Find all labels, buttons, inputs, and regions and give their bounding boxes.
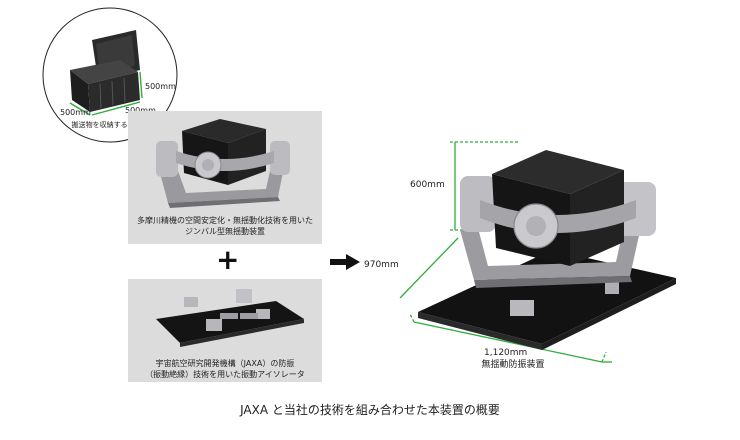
product-illustration [399,141,676,363]
product-depth-dimension: 970mm [364,260,399,270]
case-depth-dimension: 500mm [125,106,156,115]
isolator-illustration [156,289,304,347]
isolator-caption-line2: （振動絶縁）技術を用いた振動アイソレータ [145,370,305,379]
plus-symbol: + [216,243,240,276]
case-callout: 500mm 500mm 500mm 搬送物を収納するケース [0,0,200,160]
arrow-right-icon [330,254,360,270]
case-width-dimension: 500mm [60,108,91,117]
isolator-panel: 宇宙航空研究開発機構（JAXA）の防振 （振動絶縁）技術を用いた振動アイソレータ [128,279,322,382]
product-illustration-wrap: 600mm 970mm 1,120mm 無揺動防振装置 [364,130,700,380]
product-width-dimension: 1,120mm [484,348,528,358]
footer-caption: JAXA と当社の技術を組み合わせた本装置の概要 [240,403,500,417]
case-caption: 搬送物を収納するケース [71,121,149,129]
product-caption: 無揺動防振装置 [481,360,545,370]
isolator-caption-line1: 宇宙航空研究開発機構（JAXA）の防振 [155,359,295,368]
case-height-dimension: 500mm [145,82,176,91]
case-callout-drawing [42,7,179,143]
gimbal-caption-line2: ジンバル型無揺動装置 [185,227,265,236]
gimbal-illustration [156,119,290,208]
gimbal-panel: 多摩川精機の空間安定化・無揺動化技術を用いた ジンバル型無揺動装置 [128,111,322,244]
product-height-dimension: 600mm [410,180,445,190]
gimbal-caption-line1: 多摩川精機の空間安定化・無揺動化技術を用いた [137,216,313,225]
